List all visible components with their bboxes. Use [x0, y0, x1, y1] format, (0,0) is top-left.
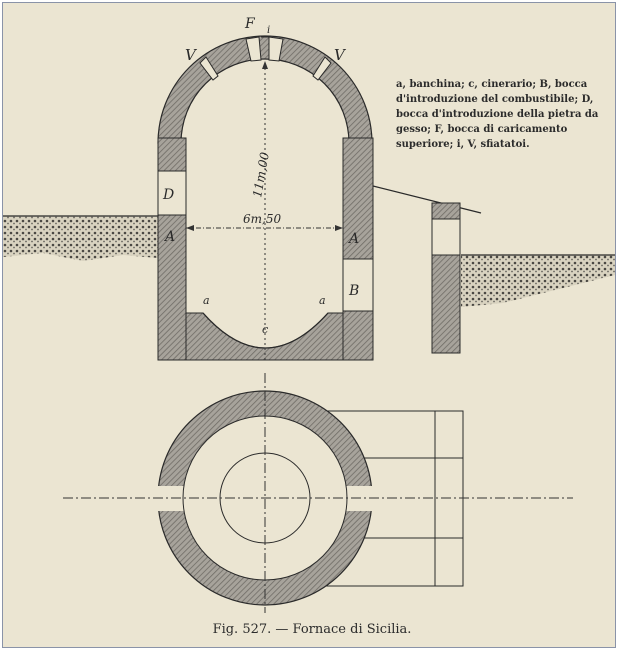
label-i: i	[267, 25, 270, 36]
label-F: F	[244, 16, 256, 32]
width-dimension-label: 6m,50	[243, 212, 281, 226]
kiln-plan	[63, 373, 573, 613]
label-A-left: A	[163, 229, 175, 245]
ground-right	[461, 254, 615, 307]
label-V-left: V	[185, 46, 198, 64]
shed	[372, 185, 482, 354]
figure-legend: a, banchina; c, cinerario; B, bocca d'in…	[396, 79, 599, 150]
left-wall	[157, 137, 187, 361]
height-dimension-label: 11m,00	[250, 151, 272, 199]
kiln-drawing: F i V V D A A B a a c 11m,00 6m,50	[3, 16, 615, 613]
label-c: c	[262, 323, 268, 336]
label-a-left: a	[203, 294, 210, 307]
ground-left	[3, 215, 158, 261]
figure-caption: Fig. 527. — Fornace di Sicilia.	[212, 622, 412, 637]
label-A-right: A	[347, 231, 359, 247]
label-B: B	[348, 283, 359, 299]
right-wall	[342, 137, 374, 361]
label-D: D	[162, 187, 174, 203]
label-a-right: a	[319, 294, 326, 307]
label-V-right: V	[334, 46, 347, 64]
